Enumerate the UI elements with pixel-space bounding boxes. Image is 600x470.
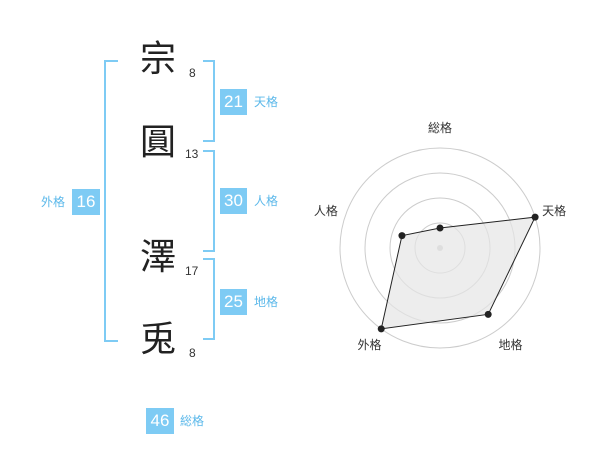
radar-axis-label-5: 人格 — [314, 203, 338, 218]
radar-axis-label-1: 総格 — [428, 120, 452, 135]
soukaku-label: 総格 — [180, 414, 205, 428]
stroke-count-2: 13 — [185, 147, 199, 161]
radar-point-3 — [484, 310, 492, 318]
name-char-1: 宗 — [139, 39, 176, 80]
tenkaku-label: 天格 — [254, 95, 279, 109]
radar-axis-label-4: 外格 — [357, 337, 381, 352]
radar-axis-label-3: 地格 — [499, 337, 523, 352]
chikaku-value: 25 — [220, 289, 247, 315]
tenkaku-bracket — [203, 60, 215, 142]
radar-polygon — [380, 216, 536, 330]
stroke-count-1: 8 — [189, 66, 196, 80]
radar-grid-ring — [339, 147, 541, 349]
radar-axis-label-2: 天格 — [542, 203, 566, 218]
chikaku-label: 地格 — [254, 295, 279, 309]
gaikaku-value: 16 — [72, 189, 100, 215]
name-char-3: 澤 — [139, 237, 176, 278]
tenkaku-value: 21 — [220, 89, 247, 115]
radar-point-1 — [436, 224, 444, 232]
name-char-4: 兎 — [139, 319, 176, 360]
jinkaku-bracket — [203, 150, 215, 252]
radar-point-2 — [531, 213, 539, 221]
soukaku-value: 46 — [146, 408, 174, 434]
gaikaku-bracket — [104, 60, 118, 342]
jinkaku-label: 人格 — [254, 194, 279, 208]
stroke-count-3: 17 — [185, 264, 199, 278]
chikaku-bracket — [203, 258, 215, 340]
jinkaku-value: 30 — [220, 188, 247, 214]
name-char-2: 圓 — [139, 122, 176, 163]
gaikaku-label: 外格 — [41, 195, 66, 209]
radar-point-4 — [377, 325, 385, 333]
radar-point-5 — [398, 232, 406, 240]
stroke-count-4: 8 — [189, 346, 196, 360]
